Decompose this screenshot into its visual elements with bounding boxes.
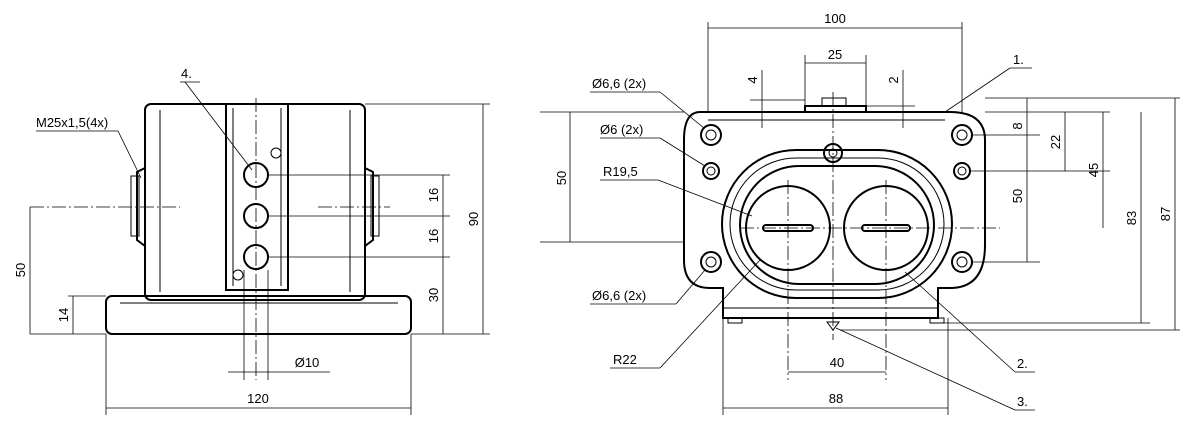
label-item-3: 3. [1017, 394, 1028, 409]
mount-hole-tr-inner [956, 129, 968, 141]
leader-item4 [184, 81, 253, 171]
left-view: M25x1,5(4x) 4. 90 16 16 30 50 14 120 Ø10 [13, 66, 490, 415]
dim-14: 14 [56, 308, 71, 322]
bottom-tab-left [727, 317, 743, 324]
leader-hole-bot [675, 269, 706, 305]
dim-4: 4 [745, 76, 760, 83]
mount-hole-br [951, 251, 973, 273]
boss-right [364, 167, 374, 247]
leader-hole-mid [659, 137, 706, 167]
inner-oval-mid [729, 157, 945, 291]
leader-r22 [659, 259, 761, 369]
mount-hole-mr [953, 162, 971, 180]
label-hole-bottom: Ø6,6 (2x) [592, 288, 646, 303]
right-view: Ø6,6 (2x) Ø6 (2x) R19,5 Ø6,6 (2x) R22 1.… [540, 11, 1180, 415]
label-hole-mid: Ø6 (2x) [600, 122, 643, 137]
dim-50-right-left: 50 [554, 171, 569, 185]
mount-hole-ml [702, 162, 720, 180]
dim-8: 8 [1010, 122, 1025, 129]
label-hole-top: Ø6,6 (2x) [592, 76, 646, 91]
boss-left-face [130, 175, 140, 237]
dim-dia10: Ø10 [295, 355, 320, 370]
top-tab-center [821, 97, 847, 107]
inner-oval-outer [721, 149, 953, 299]
label-radius-large: R22 [613, 352, 637, 367]
housing-body [144, 103, 366, 301]
dim-22: 22 [1048, 135, 1063, 149]
dim-2: 2 [886, 76, 901, 83]
dim-100: 100 [824, 11, 846, 26]
screw-bottom-left [232, 269, 244, 281]
inner-oval-inner [739, 165, 935, 285]
mount-hole-ml-inner [706, 166, 716, 176]
leader-hole-top [659, 91, 705, 129]
dim-50-left: 50 [13, 263, 28, 277]
leader-item3 [835, 327, 1016, 411]
dim-50-right: 50 [1010, 189, 1025, 203]
dim-25: 25 [828, 47, 842, 62]
dim-45: 45 [1086, 163, 1101, 177]
outer-flange [683, 111, 986, 319]
mount-hole-tl-inner [705, 129, 717, 141]
leader-item2 [904, 271, 1016, 373]
mount-hole-tl [700, 124, 722, 146]
mount-hole-mr-inner [957, 166, 967, 176]
label-item-1: 1. [1013, 52, 1024, 67]
leader-item1 [944, 67, 1011, 113]
base-plate [105, 295, 412, 335]
center-cover [225, 103, 289, 291]
dim-16a: 16 [426, 188, 441, 202]
dim-83: 83 [1124, 211, 1139, 225]
mount-hole-bl-inner [705, 256, 717, 268]
label-radius-small: R19,5 [603, 164, 638, 179]
mount-hole-bl [700, 251, 722, 273]
thread-label: M25x1,5(4x) [36, 115, 108, 130]
leader-r195 [657, 179, 753, 217]
boss-right-face [370, 175, 380, 237]
boss-left [136, 167, 146, 247]
label-item-2: 2. [1017, 356, 1028, 371]
bottom-tab-right [929, 317, 945, 324]
dim-90: 90 [466, 212, 481, 226]
leader-thread [117, 130, 142, 179]
dim-88: 88 [829, 391, 843, 406]
dim-120: 120 [247, 391, 269, 406]
dim-40: 40 [830, 355, 844, 370]
dim-16b: 16 [426, 229, 441, 243]
screw-top-right [270, 147, 282, 159]
item-4-label: 4. [181, 66, 192, 81]
mount-hole-br-inner [956, 256, 968, 268]
mount-hole-tr [951, 124, 973, 146]
dim-87: 87 [1158, 207, 1173, 221]
dim-30: 30 [426, 288, 441, 302]
